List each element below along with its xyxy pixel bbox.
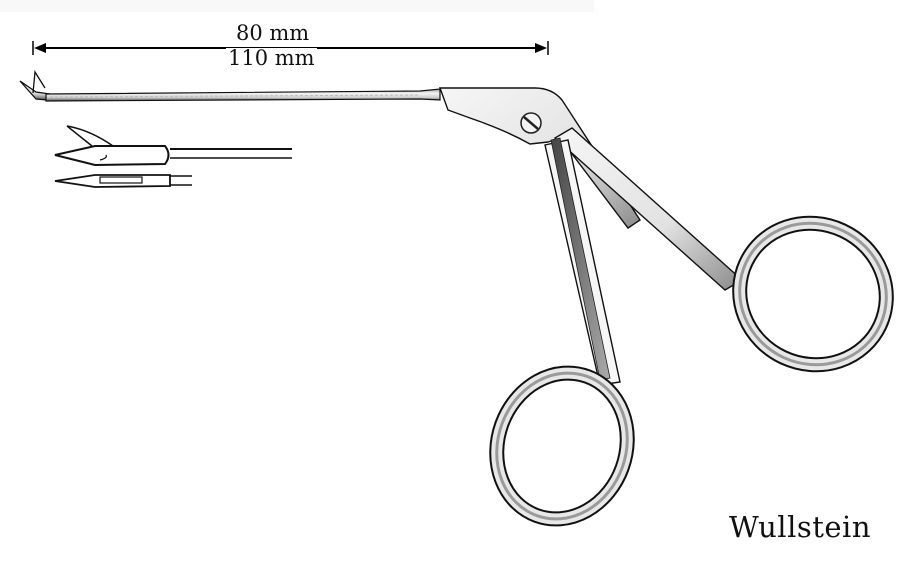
dimension-label-80mm: 80 mm <box>234 21 312 45</box>
pivot-screw-icon <box>520 112 542 134</box>
jaw-top-view <box>54 174 192 188</box>
top-band <box>0 0 594 12</box>
upper-handle <box>553 127 894 373</box>
lower-handle <box>489 137 635 527</box>
jaw-side-view <box>54 125 292 167</box>
instrument-name: Wullstein <box>729 510 872 544</box>
dimension-label-110mm: 110 mm <box>226 46 317 70</box>
shaft <box>45 88 441 102</box>
instrument-head <box>439 87 641 229</box>
